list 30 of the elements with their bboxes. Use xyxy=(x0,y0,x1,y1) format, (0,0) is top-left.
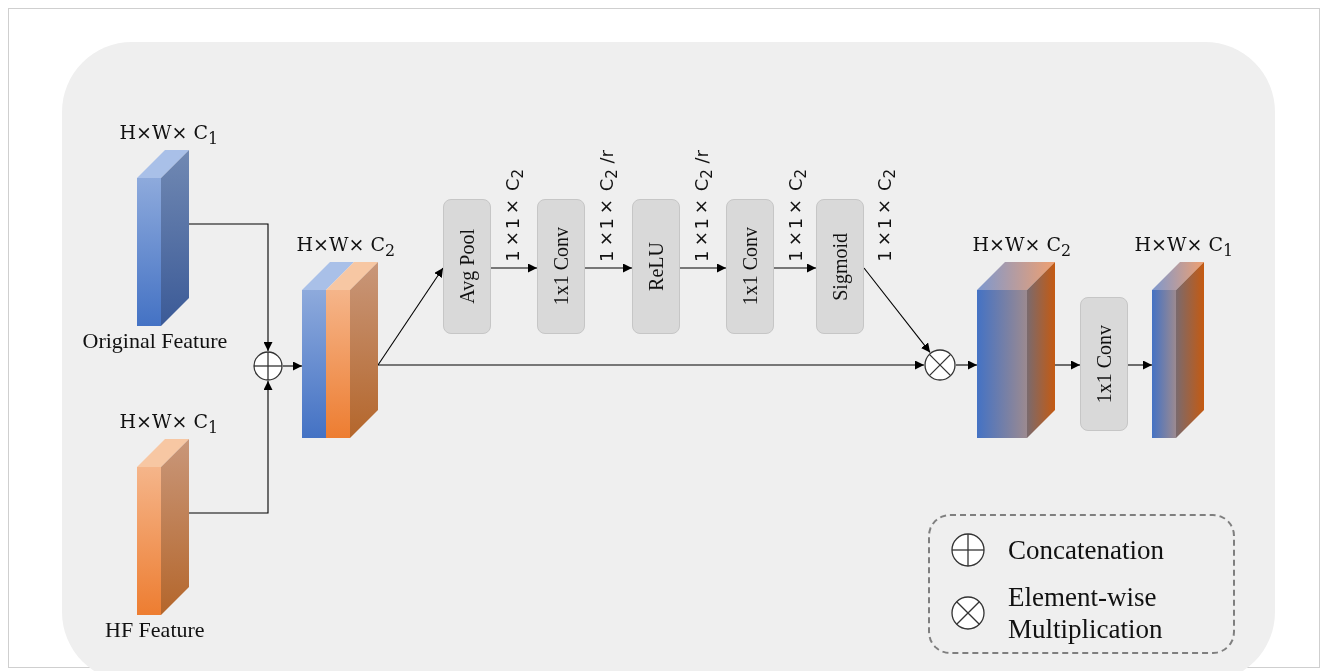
arrow xyxy=(1054,360,1081,370)
arrow xyxy=(490,263,538,273)
arrow xyxy=(955,360,978,370)
legend-text: Element-wise Multiplication xyxy=(1008,580,1164,646)
operation-box: Sigmoid xyxy=(816,199,864,334)
operation-box: 1x1 Conv xyxy=(1080,297,1128,431)
arrow xyxy=(584,263,633,273)
dimension-label: H×W× C$_{2}$ xyxy=(296,233,396,260)
arrow xyxy=(773,263,817,273)
operation-box: 1x1 Conv xyxy=(537,199,585,334)
arrow xyxy=(377,267,444,366)
concatenation-symbol xyxy=(253,351,283,381)
operation-box: Avg Pool xyxy=(443,199,491,334)
arrow xyxy=(188,380,273,514)
multiplication-symbol xyxy=(924,349,956,381)
arrow xyxy=(679,263,727,273)
operation-box: 1x1 Conv xyxy=(726,199,774,334)
feature-label: Original Feature xyxy=(82,328,228,354)
arrow xyxy=(1127,360,1153,370)
dimension-label: H×W× C$_{1}$ xyxy=(119,121,219,148)
legend-text: Concatenation xyxy=(1008,534,1165,567)
dimension-label: H×W× C$_{2}$ xyxy=(972,233,1072,260)
arrow xyxy=(188,223,273,352)
arrow xyxy=(282,361,303,371)
arrow xyxy=(863,267,931,353)
operation-box: ReLU xyxy=(632,199,680,334)
dimension-label: H×W× C$_{1}$ xyxy=(119,410,219,437)
arrow xyxy=(377,360,925,370)
dimension-label: H×W× C$_{1}$ xyxy=(1134,233,1234,260)
feature-label: HF Feature xyxy=(105,617,205,643)
